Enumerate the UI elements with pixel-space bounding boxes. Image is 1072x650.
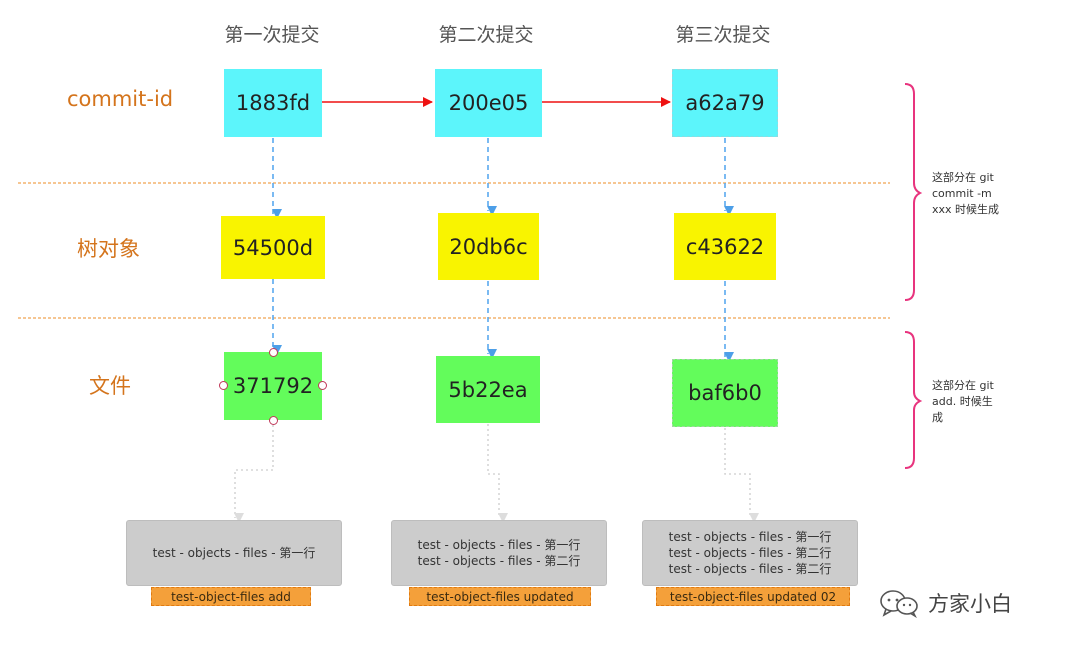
commit-phase-note: 这部分在 git commit -m xxx 时候生成: [932, 170, 1022, 218]
commit-bracket: [904, 83, 923, 301]
content-line: test - objects - files - 第二行: [668, 546, 832, 560]
note-line: 这部分在 git: [932, 379, 994, 392]
commit-node[interactable]: a62a79: [672, 69, 778, 137]
column-title-third-commit: 第三次提交: [675, 24, 771, 46]
file-content-box: test - objects - files - 第一行: [126, 520, 342, 586]
blob-node[interactable]: 5b22ea: [436, 356, 540, 423]
column-title-second-commit: 第二次提交: [438, 24, 534, 46]
column-title-first-commit: 第一次提交: [224, 24, 320, 46]
blob-node-selected[interactable]: 371792: [224, 352, 322, 420]
blob-node[interactable]: baf6b0: [672, 359, 778, 427]
file-tag: test-object-files add: [151, 587, 311, 606]
file-tag: test-object-files updated: [409, 587, 591, 606]
row-label-tree: 树对象: [77, 237, 140, 261]
content-line: test - objects - files - 第一行: [668, 530, 832, 544]
blob-content-connector: [724, 428, 759, 523]
commit-node[interactable]: 200e05: [435, 69, 542, 137]
row-label-file: 文件: [89, 374, 131, 398]
tree-node[interactable]: 54500d: [221, 216, 325, 279]
content-line: test - objects - files - 第一行: [417, 538, 581, 552]
selection-handle-right[interactable]: [318, 381, 327, 390]
tree-node[interactable]: c43622: [674, 213, 776, 280]
note-line: 这部分在 git: [932, 171, 994, 184]
file-content-box: test - objects - files - 第一行 test - obje…: [642, 520, 858, 586]
note-line: 成: [932, 411, 943, 424]
content-line: test - objects - files - 第二行: [417, 554, 581, 568]
add-bracket: [904, 331, 923, 469]
file-tag: test-object-files updated 02: [656, 587, 850, 606]
commit-node[interactable]: 1883fd: [224, 69, 322, 137]
row-label-commit: commit-id: [67, 87, 174, 111]
note-line: xxx 时候生成: [932, 203, 1000, 216]
content-line: test - objects - files - 第二行: [668, 562, 832, 576]
blob-content-connector: [234, 420, 274, 523]
selection-handle-bottom[interactable]: [269, 416, 278, 425]
watermark: 方家小白: [878, 588, 1012, 618]
wechat-icon: [880, 590, 918, 618]
note-line: commit -m: [932, 187, 992, 200]
add-phase-note: 这部分在 git add. 时候生 成: [932, 378, 1022, 426]
content-line: test - objects - files - 第一行: [152, 546, 316, 560]
selection-handle-top[interactable]: [269, 348, 278, 357]
file-content-box: test - objects - files - 第一行 test - obje…: [391, 520, 607, 586]
watermark-text: 方家小白: [928, 592, 1012, 616]
selection-handle-left[interactable]: [219, 381, 228, 390]
tree-node[interactable]: 20db6c: [438, 213, 539, 280]
blob-content-connector: [487, 424, 508, 523]
note-line: add. 时候生: [932, 395, 993, 408]
